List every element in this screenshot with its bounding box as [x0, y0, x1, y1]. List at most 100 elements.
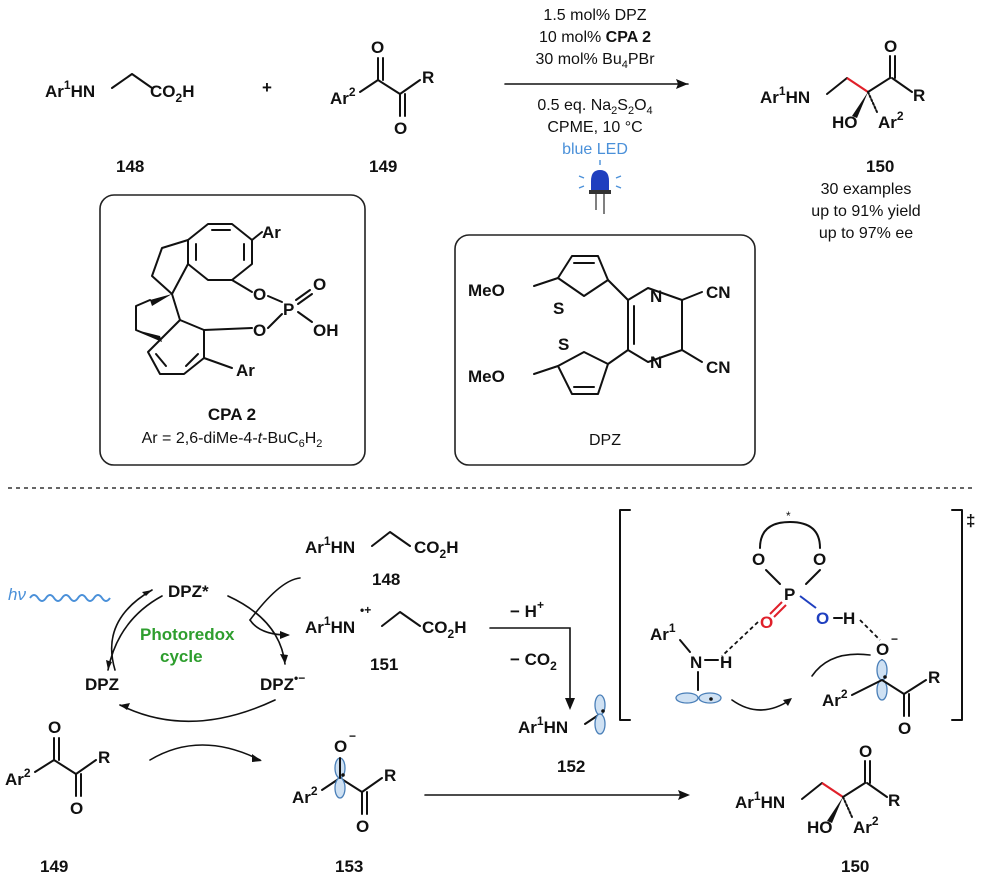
svg-text:O: O [884, 37, 897, 56]
minus-h: − H+ [510, 598, 544, 621]
mech-153: Ar2 O − O R [292, 729, 396, 836]
svg-text:HO: HO [807, 818, 833, 837]
compound-148: Ar1HN CO2H [45, 73, 194, 105]
svg-text:Ar1HN: Ar1HN [45, 78, 95, 101]
mech-152: Ar1HN [518, 714, 568, 737]
svg-text:P: P [784, 585, 795, 604]
svg-text:R: R [913, 86, 925, 105]
compound-150-bottom: Ar1HN O R HO Ar2 [735, 742, 900, 837]
mech-151: Ar1HN [305, 614, 355, 637]
label-148: 148 [116, 157, 144, 176]
svg-text:O: O [752, 550, 765, 569]
mech-label-150: 150 [841, 857, 869, 876]
dpz-star: DPZ* [168, 582, 209, 601]
svg-text:O: O [313, 275, 326, 294]
svg-text:R: R [928, 668, 940, 687]
dpz-title: DPZ [589, 432, 621, 449]
svg-text:H: H [843, 609, 855, 628]
compound-150-top: Ar1HN O R HO Ar2 [760, 37, 925, 132]
svg-text:Ar2: Ar2 [292, 784, 318, 807]
svg-text:R: R [888, 791, 900, 810]
svg-text:HO: HO [832, 113, 858, 132]
svg-text:O: O [253, 285, 266, 304]
svg-text:O: O [334, 737, 347, 756]
svg-text:Ar: Ar [262, 223, 281, 242]
svg-text:CO2H: CO2H [414, 538, 458, 561]
mech-label-149: 149 [40, 857, 68, 876]
svg-text:Ar2: Ar2 [878, 109, 904, 132]
svg-text:O: O [859, 742, 872, 761]
svg-text:−: − [349, 729, 356, 743]
svg-text:CN: CN [706, 283, 731, 302]
svg-text:0.5 eq. Na2S2O4: 0.5 eq. Na2S2O4 [537, 97, 652, 117]
svg-text:O: O [356, 817, 369, 836]
label-149: 149 [369, 157, 397, 176]
reaction-conditions: 1.5 mol% DPZ 10 mol% CPA 2 30 mol% Bu4PB… [504, 7, 689, 158]
plus-sign: + [262, 78, 272, 97]
mech-148: Ar1HN [305, 534, 355, 557]
svg-text:•+: •+ [360, 603, 371, 617]
compound-149: Ar2 O O R [330, 38, 434, 138]
svg-text:10 mol% CPA 2: 10 mol% CPA 2 [539, 29, 651, 46]
svg-text:H: H [720, 653, 732, 672]
svg-text:CPME, 10 °C: CPME, 10 °C [547, 119, 642, 136]
svg-text:O: O [253, 321, 266, 340]
svg-text:MeO: MeO [468, 367, 505, 386]
svg-text:O: O [394, 119, 407, 138]
svg-text:*: * [786, 509, 791, 523]
svg-text:N: N [690, 653, 702, 672]
svg-text:Ar2: Ar2 [822, 687, 848, 710]
svg-text:O: O [70, 799, 83, 818]
results-examples: 30 examples [821, 181, 912, 198]
mech-149: Ar2 O O R [5, 718, 110, 818]
svg-text:O: O [48, 718, 61, 737]
svg-text:O: O [371, 38, 384, 57]
transition-state: ‡ * O O P O O H Ar1 N H O − [619, 509, 975, 738]
svg-text:R: R [422, 68, 434, 87]
mech-label-153: 153 [335, 857, 363, 876]
svg-text:P: P [283, 300, 294, 319]
ts-symbol: ‡ [966, 511, 975, 530]
dpz-anion: DPZ•− [260, 671, 305, 694]
svg-text:1.5 mol% DPZ: 1.5 mol% DPZ [543, 7, 646, 24]
mech-label-148: 148 [372, 570, 400, 589]
svg-text:OH: OH [313, 321, 339, 340]
svg-text:30 mol% Bu4PBr: 30 mol% Bu4PBr [535, 51, 655, 71]
svg-text:O: O [876, 640, 889, 659]
svg-text:O: O [813, 550, 826, 569]
svg-text:S: S [553, 299, 564, 318]
mech-label-152: 152 [557, 757, 585, 776]
svg-text:R: R [98, 748, 110, 767]
svg-text:N: N [650, 353, 662, 372]
cpa2-title: CPA 2 [208, 405, 256, 424]
svg-text:O: O [816, 609, 829, 628]
svg-text:−: − [891, 632, 898, 646]
results-yield: up to 91% yield [811, 203, 920, 220]
svg-text:R: R [384, 766, 396, 785]
svg-text:blue LED: blue LED [562, 141, 628, 158]
svg-text:N: N [650, 287, 662, 306]
blue-led-icon [578, 160, 622, 214]
svg-text:Ar2: Ar2 [853, 814, 879, 837]
svg-text:CN: CN [706, 358, 731, 377]
svg-text:O: O [898, 719, 911, 738]
svg-text:MeO: MeO [468, 281, 505, 300]
cycle-label-1: Photoredox [140, 625, 235, 644]
svg-text:Ar1: Ar1 [650, 621, 676, 644]
cycle-label-2: cycle [160, 647, 203, 666]
svg-text:Ar1HN: Ar1HN [735, 789, 785, 812]
cpa2-box: Ar Ar O P O OH O CPA 2 Ar = 2,6-diMe-4-t… [99, 194, 366, 466]
label-150-top: 150 [866, 157, 894, 176]
dpz-box: S MeO N N CN CN S MeO DPZ [454, 234, 756, 466]
light-wave [29, 594, 111, 602]
svg-text:Ar1HN: Ar1HN [760, 84, 810, 107]
minus-co2: − CO2 [510, 650, 557, 673]
svg-text:CO2H: CO2H [150, 82, 194, 105]
mech-label-151: 151 [370, 655, 398, 674]
svg-text:O: O [760, 613, 773, 632]
cpa2-caption: Ar = 2,6-diMe-4-t-BuC6H2 [142, 430, 323, 450]
svg-text:Ar2: Ar2 [330, 85, 356, 108]
dpz-ground: DPZ [85, 675, 119, 694]
